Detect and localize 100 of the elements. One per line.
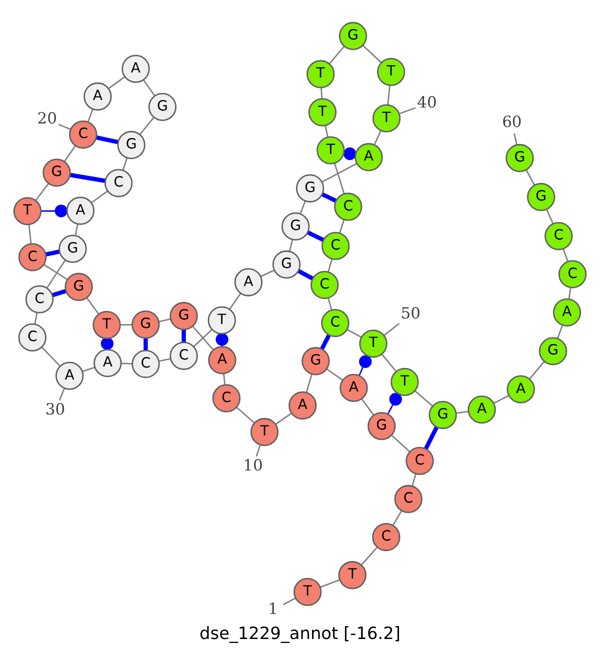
connector: [361, 546, 378, 566]
node-circle: C: [544, 222, 573, 250]
node-circle: A: [122, 54, 150, 83]
node-circle: A: [66, 196, 94, 225]
connector: [346, 328, 362, 338]
connector: [139, 116, 154, 135]
connector: [275, 412, 292, 425]
connector: [121, 362, 132, 364]
connector: [58, 388, 65, 400]
node-circle: C: [104, 169, 133, 198]
connector: [120, 324, 132, 326]
connector: [362, 44, 382, 63]
node-text: 50: [400, 304, 420, 323]
caption: dse_1229_annot [-16.2]: [200, 622, 400, 643]
connector: [412, 474, 417, 486]
connector: [298, 269, 314, 280]
node-circle: C: [394, 484, 422, 514]
connector: [35, 183, 49, 201]
connector: [529, 361, 545, 380]
connector: [392, 435, 410, 452]
node-circle: G: [58, 234, 87, 263]
connector: [41, 204, 68, 218]
node-circle: G: [281, 212, 310, 241]
connector: [424, 426, 438, 450]
node-circle: G: [64, 272, 93, 301]
node-circle: G: [338, 22, 368, 50]
connector: [387, 392, 402, 414]
node-circle: T: [359, 330, 388, 358]
node-circle: C: [372, 523, 400, 552]
node-circle: T: [390, 368, 419, 396]
connector: [223, 374, 226, 385]
node-circle: T: [316, 136, 345, 164]
connector: [493, 395, 509, 404]
connector: [526, 170, 536, 186]
node-circle: T: [372, 104, 401, 132]
connector: [392, 510, 402, 526]
node-circle: A: [94, 348, 122, 378]
connector: [384, 322, 400, 336]
node-circle: C: [18, 323, 46, 352]
node-circle: C: [558, 260, 587, 288]
node-circle: G: [148, 92, 177, 122]
connector: [329, 46, 345, 64]
connector: [326, 368, 343, 381]
node-circle: A: [468, 396, 496, 424]
connector: [82, 366, 95, 372]
connector: [34, 312, 38, 324]
connector: [41, 346, 60, 366]
connector: [514, 133, 518, 145]
connector: [236, 406, 255, 424]
connector: [158, 318, 171, 322]
node-circle: C: [334, 192, 362, 221]
connector: [328, 298, 332, 310]
connector: [96, 135, 118, 144]
node-circle: G: [538, 337, 568, 366]
connector: [568, 288, 572, 300]
node-text: 30: [45, 400, 66, 418]
connector: [320, 579, 340, 588]
node-text: 1: [268, 600, 278, 618]
node-circle: T: [338, 561, 366, 590]
node-circle: A: [506, 375, 535, 404]
node-circle: A: [340, 374, 368, 402]
node-circle: C: [310, 270, 339, 300]
node-circle: G: [296, 174, 324, 202]
connector: [229, 293, 242, 310]
connector: [122, 158, 128, 170]
connector: [256, 444, 261, 457]
connector: [414, 390, 434, 407]
connector: [399, 107, 416, 114]
node-circle: T: [250, 418, 279, 446]
connector: [322, 162, 358, 183]
node-circle: G: [42, 158, 71, 187]
node-text: 60: [502, 113, 522, 132]
node-circle: C: [322, 232, 350, 260]
connector: [562, 248, 568, 262]
connector: [46, 260, 66, 288]
connector: [324, 125, 329, 138]
connector: [143, 80, 156, 96]
connector: [320, 334, 331, 350]
connector: [158, 358, 171, 362]
node-circle: C: [18, 243, 47, 272]
connector: [322, 192, 337, 203]
node-circle: T: [308, 98, 337, 126]
connector: [546, 209, 554, 224]
node-circle: T: [306, 60, 335, 88]
node-circle: T: [208, 306, 236, 334]
node-circle: C: [69, 120, 98, 149]
connector: [87, 109, 94, 122]
node-circle: T: [293, 578, 322, 606]
connector: [282, 598, 296, 606]
node-circle: A: [552, 298, 582, 327]
connector: [70, 172, 106, 183]
node-circle: G: [132, 310, 160, 339]
connector: [306, 374, 312, 393]
connector: [74, 224, 78, 236]
connector: [361, 398, 374, 416]
connector: [260, 270, 274, 278]
node-circle: C: [25, 285, 54, 314]
connector: [320, 88, 322, 98]
connector: [64, 145, 76, 162]
connector: [556, 325, 564, 339]
